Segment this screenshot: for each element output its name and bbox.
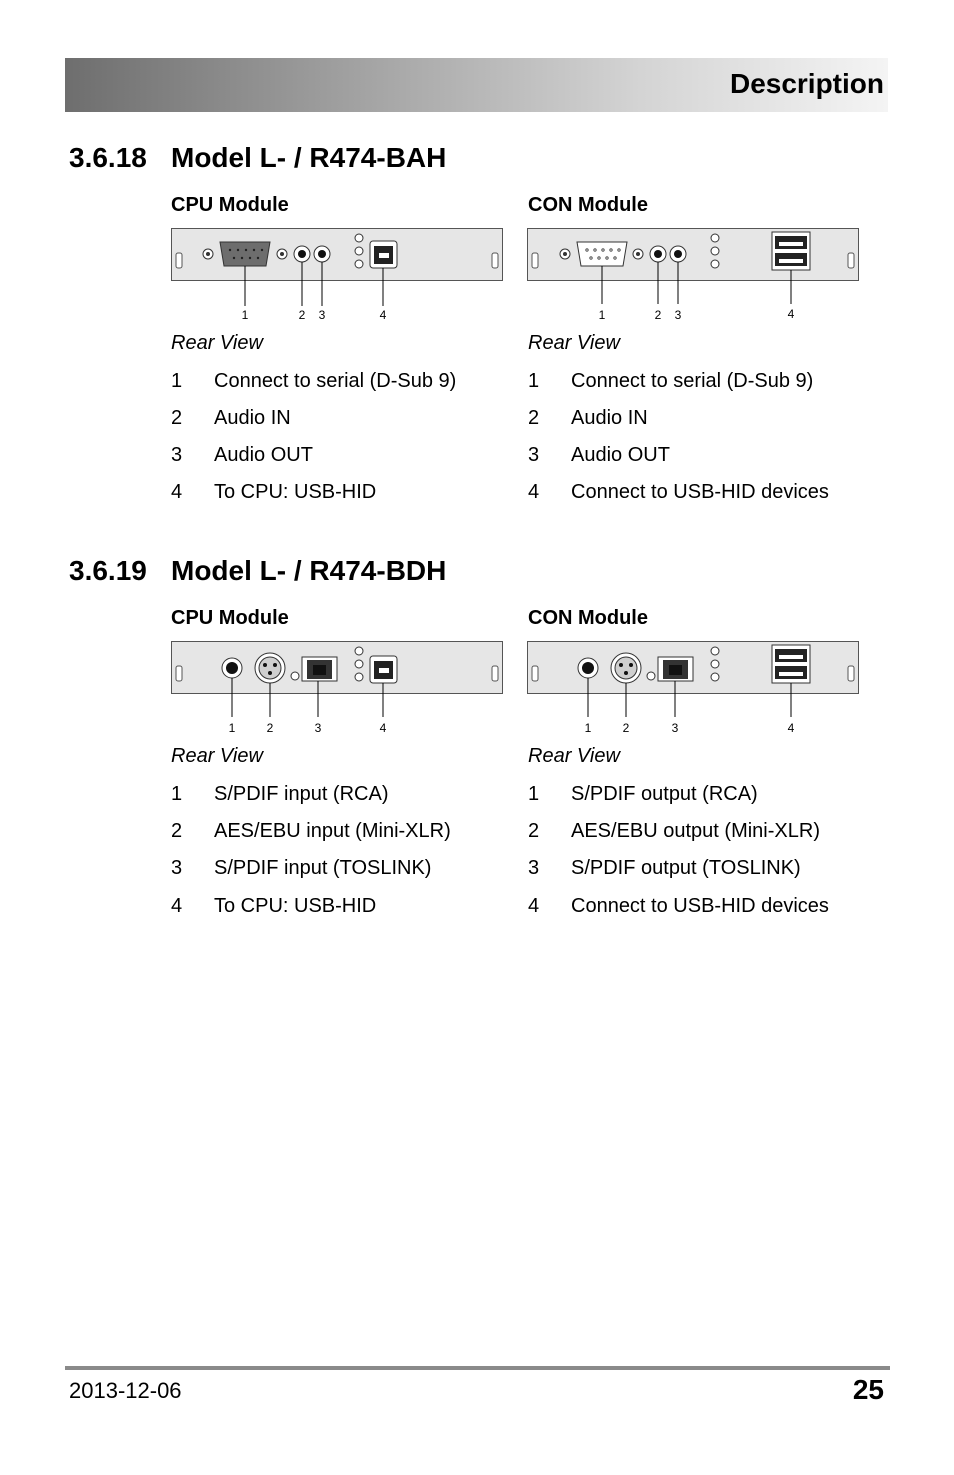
- cpu-module-title: CPU Module: [171, 194, 289, 216]
- cpu-module-rear-panel-diagram: 1 2 3 4: [171, 641, 503, 735]
- rear-view-caption: Rear View: [171, 332, 263, 354]
- footer-date: 2013-12-06: [69, 1378, 182, 1403]
- status-led: [354, 246, 364, 256]
- callout-1: 1: [242, 308, 249, 322]
- callout-4: 4: [788, 721, 795, 735]
- dsub9-female-connector: [576, 241, 628, 267]
- callout-2: 2: [299, 308, 306, 322]
- latch-button: [646, 671, 656, 681]
- status-led: [710, 233, 720, 243]
- status-led: [354, 233, 364, 243]
- status-led: [354, 646, 364, 656]
- callout-3: 3: [675, 308, 682, 322]
- mount-slot-right: [491, 252, 499, 269]
- section-number: 3.6.19: [69, 555, 147, 586]
- section-number: 3.6.18: [69, 142, 147, 173]
- status-led: [354, 659, 364, 669]
- mount-slot-left: [175, 665, 183, 682]
- status-led: [354, 259, 364, 269]
- section-title: Model L- / R474-BAH: [171, 142, 447, 173]
- panel-plate: [171, 228, 503, 281]
- page-number: 25: [852, 1374, 884, 1405]
- callout-2: 2: [623, 721, 630, 735]
- mount-slot-right: [847, 252, 855, 269]
- section-heading-3-6-19: 3.6.19 Model L- / R474-BDH: [69, 555, 446, 587]
- con-module-title: CON Module: [528, 607, 648, 629]
- status-led: [710, 646, 720, 656]
- section-title: Model L- / R474-BDH: [171, 555, 447, 586]
- rear-view-caption: Rear View: [528, 745, 620, 767]
- header-title: Description: [729, 68, 884, 99]
- callout-4: 4: [380, 721, 387, 735]
- footer-rule: [65, 1366, 890, 1370]
- dsub9-male-connector: [219, 241, 271, 267]
- header-bar: Description: [65, 58, 888, 112]
- mount-slot-right: [491, 665, 499, 682]
- status-led: [710, 672, 720, 682]
- mount-slot-left: [531, 665, 539, 682]
- con-module-rear-panel-diagram: 1 2 3 4: [527, 641, 859, 735]
- status-led: [710, 259, 720, 269]
- callout-3: 3: [672, 721, 679, 735]
- section-heading-3-6-18: 3.6.18 Model L- / R474-BAH: [69, 142, 446, 174]
- callout-4: 4: [380, 308, 387, 322]
- callout-3: 3: [319, 308, 326, 322]
- callout-2: 2: [267, 721, 274, 735]
- cpu-module-title: CPU Module: [171, 607, 289, 629]
- mount-slot-right: [847, 665, 855, 682]
- callout-1: 1: [585, 721, 592, 735]
- con-module-title: CON Module: [528, 194, 648, 216]
- callout-4: 4: [788, 307, 795, 321]
- callout-3: 3: [315, 721, 322, 735]
- callout-2: 2: [655, 308, 662, 322]
- cpu-module-rear-panel-diagram: 1 2 3 4: [171, 228, 503, 322]
- mount-slot-left: [531, 252, 539, 269]
- latch-button: [290, 671, 300, 681]
- rear-view-caption: Rear View: [171, 745, 263, 767]
- callout-1: 1: [229, 721, 236, 735]
- rear-view-caption: Rear View: [528, 332, 620, 354]
- mount-slot-left: [175, 252, 183, 269]
- callout-1: 1: [599, 308, 606, 322]
- status-led: [710, 246, 720, 256]
- status-led: [710, 659, 720, 669]
- status-led: [354, 672, 364, 682]
- con-module-rear-panel-diagram: 1 2 3 4: [527, 228, 859, 322]
